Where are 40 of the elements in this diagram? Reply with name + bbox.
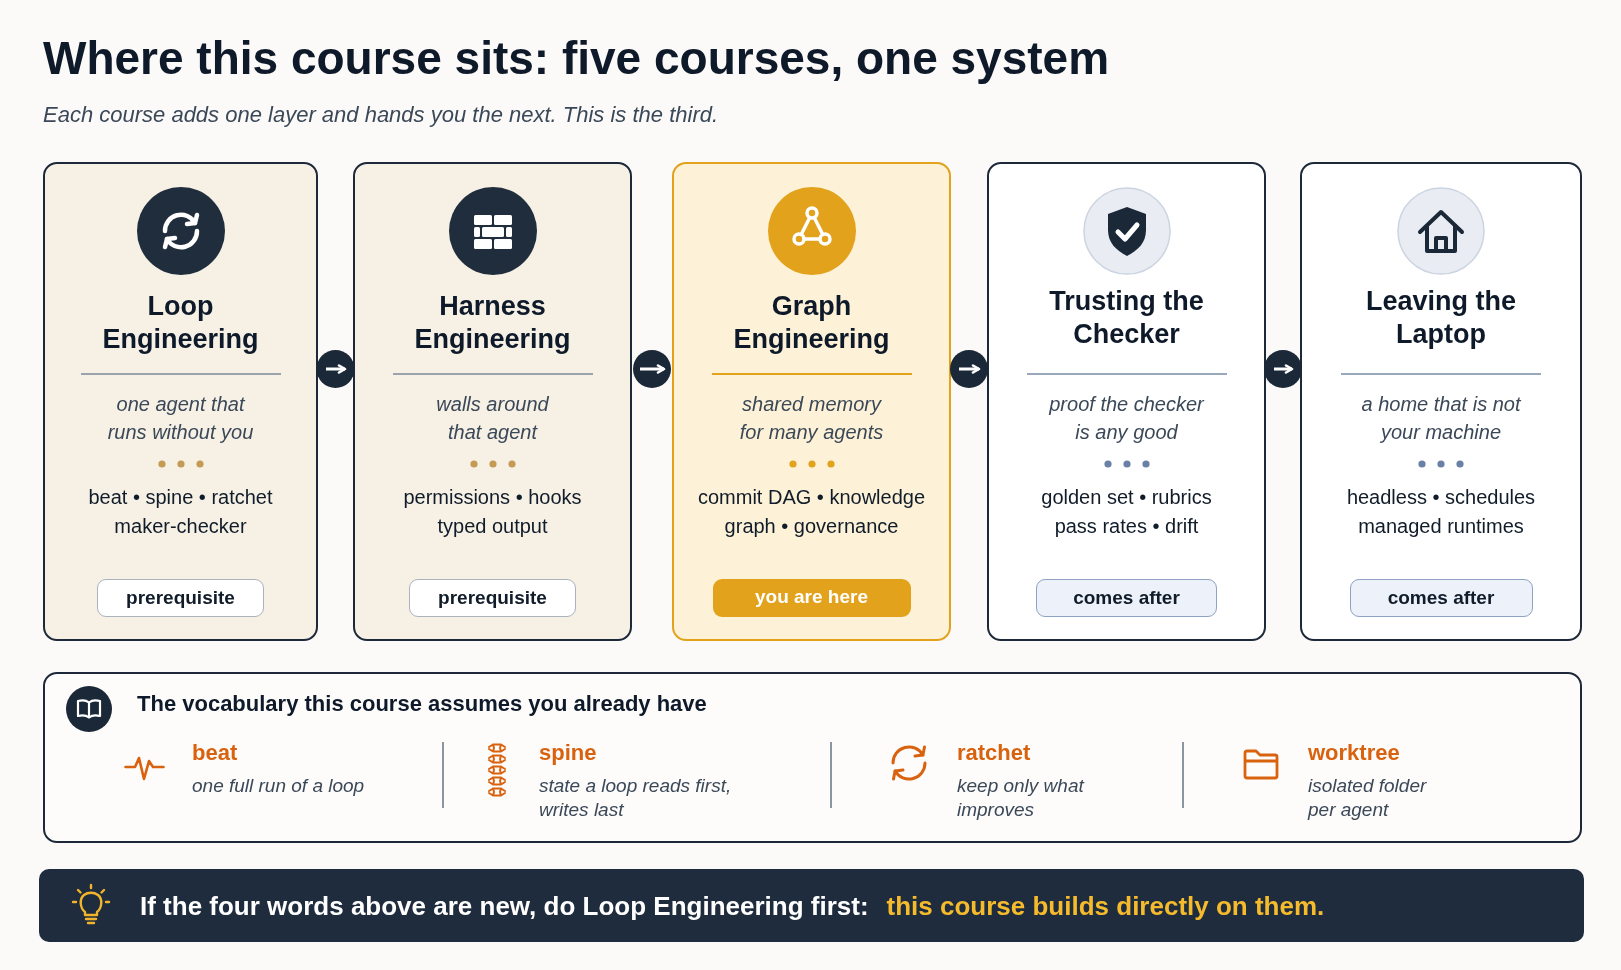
status-pill: prerequisite bbox=[97, 579, 264, 617]
course-tagline: one agent that runs without you bbox=[106, 392, 255, 445]
course-title: Harness Engineering bbox=[413, 290, 572, 356]
course-title: Trusting the Checker bbox=[1048, 285, 1205, 351]
tip-text: If the four words above are new, do Loop Engineering first: bbox=[140, 889, 869, 922]
tip-banner bbox=[39, 869, 1584, 942]
status-pill: comes after bbox=[1349, 579, 1533, 617]
course-tagline: shared memory for many agents bbox=[738, 392, 885, 445]
status-pill: you are here bbox=[712, 579, 911, 617]
course-tagline: proof the checker is any good bbox=[1048, 392, 1206, 445]
vocabulary-panel bbox=[43, 672, 1582, 843]
term-list: headless • schedules managed runtimes bbox=[1328, 483, 1554, 541]
course-card bbox=[353, 162, 632, 641]
panel-heading: The vocabulary this course assumes you already have bbox=[137, 690, 707, 718]
term-definition: one full run of a loop bbox=[192, 774, 366, 798]
term-definition: isolated folder per agent bbox=[1308, 774, 1428, 822]
term-list: beat • spine • ratchet maker-checker bbox=[65, 483, 296, 541]
subtitle: Each course adds one layer and hands you the next. This is the third. bbox=[43, 101, 719, 129]
course-card bbox=[672, 162, 951, 641]
course-title: Graph Engineering bbox=[732, 290, 891, 356]
term-list: permissions • hooks typed output bbox=[390, 483, 595, 541]
status-pill: comes after bbox=[1036, 579, 1217, 617]
course-tagline: a home that is not your machine bbox=[1360, 392, 1522, 445]
term-list: golden set • rubrics pass rates • drift bbox=[1029, 483, 1224, 541]
course-tagline: walls around that agent bbox=[435, 392, 550, 445]
course-title: Loop Engineering bbox=[101, 290, 260, 356]
term-list: commit DAG • knowledge graph • governance bbox=[689, 483, 934, 541]
vocab-term: worktree bbox=[1308, 740, 1400, 766]
term-definition: state a loop reads first, writes last bbox=[539, 774, 733, 822]
page-title: Where this course sits: five courses, one system bbox=[43, 32, 1110, 85]
vocab-term: beat bbox=[192, 740, 238, 766]
course-card bbox=[43, 162, 318, 641]
term-definition: keep only what improves bbox=[957, 774, 1086, 822]
vocab-term: ratchet bbox=[957, 740, 1031, 766]
vocab-term: spine bbox=[539, 740, 597, 766]
course-card bbox=[987, 162, 1266, 641]
tip-highlight: this course builds directly on them. bbox=[886, 889, 1325, 922]
course-card bbox=[1300, 162, 1582, 641]
course-title: Leaving the Laptop bbox=[1365, 285, 1517, 351]
status-pill: prerequisite bbox=[409, 579, 576, 617]
